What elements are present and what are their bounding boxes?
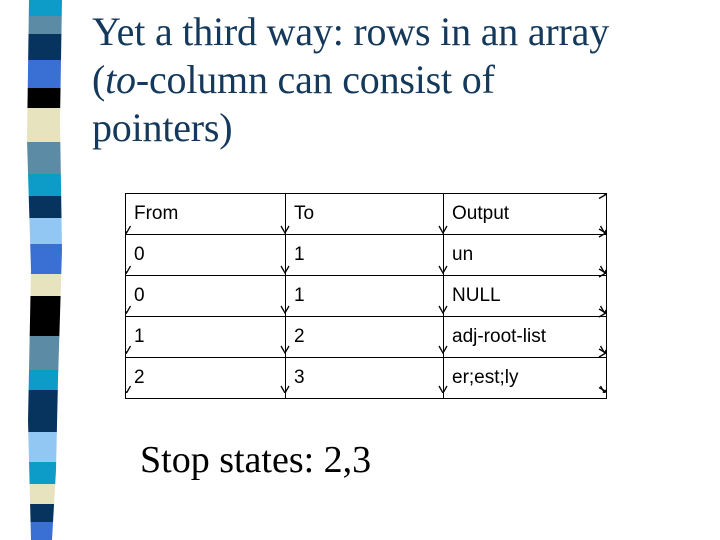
stripe-band-20 xyxy=(27,522,62,540)
title-line-2-prefix: ( xyxy=(92,57,106,102)
title-line-2-suffix: -column can consist of xyxy=(135,57,495,102)
title-line-2-italic-word: to xyxy=(105,57,136,102)
vertical-color-band-decoration xyxy=(0,0,80,540)
page-title: Yet a third way: rows in an array (to-co… xyxy=(92,8,700,152)
stop-states-label: Stop states: 2,3 xyxy=(140,439,372,481)
table-cell: 1 xyxy=(285,234,444,276)
stripe-band-16 xyxy=(27,432,62,463)
stripe-band-8 xyxy=(27,196,62,219)
table-cell: adj-root-list xyxy=(443,316,607,358)
stripe-band-12 xyxy=(27,296,62,337)
table-header-cell-2: Output xyxy=(443,193,607,235)
stripe-svg xyxy=(27,0,62,540)
table-cell: 0 xyxy=(125,275,286,317)
stripe-band-17 xyxy=(27,462,62,485)
stripe-band-11 xyxy=(27,274,62,297)
title-line-1: Yet a third way: rows in an array xyxy=(92,9,609,54)
table-cell: er;est;ly xyxy=(443,357,607,399)
table-cell: 2 xyxy=(125,357,286,399)
stripe-band-6 xyxy=(27,142,62,175)
stripe-band-18 xyxy=(27,484,62,505)
stripe-band-19 xyxy=(27,504,62,523)
stripe-band-0 xyxy=(27,0,62,17)
table-cell: un xyxy=(443,234,607,276)
table-cell: NULL xyxy=(443,275,607,317)
stripe-band-2 xyxy=(27,34,62,61)
stripe-band-13 xyxy=(27,336,62,371)
table-header-cell-1: To xyxy=(285,193,444,235)
table-cell: 3 xyxy=(285,357,444,399)
stripe-band-3 xyxy=(27,60,62,89)
table-cell: 1 xyxy=(285,275,444,317)
stripe-band-4 xyxy=(27,88,62,109)
stripe-band-14 xyxy=(27,370,62,391)
stripe-band-7 xyxy=(27,174,62,197)
stripe-band-9 xyxy=(27,218,62,245)
table-cell: 2 xyxy=(285,316,444,358)
table-header-cell-0: From xyxy=(125,193,286,235)
title-line-3: pointers) xyxy=(92,105,233,150)
stripe-band-1 xyxy=(27,16,62,35)
stripe-band-15 xyxy=(27,390,62,433)
table-cell: 1 xyxy=(125,316,286,358)
stripe-band-5 xyxy=(27,108,62,143)
stripe-bands xyxy=(27,0,62,540)
stripe-band-10 xyxy=(27,244,62,275)
table-cell: 0 xyxy=(125,234,286,276)
